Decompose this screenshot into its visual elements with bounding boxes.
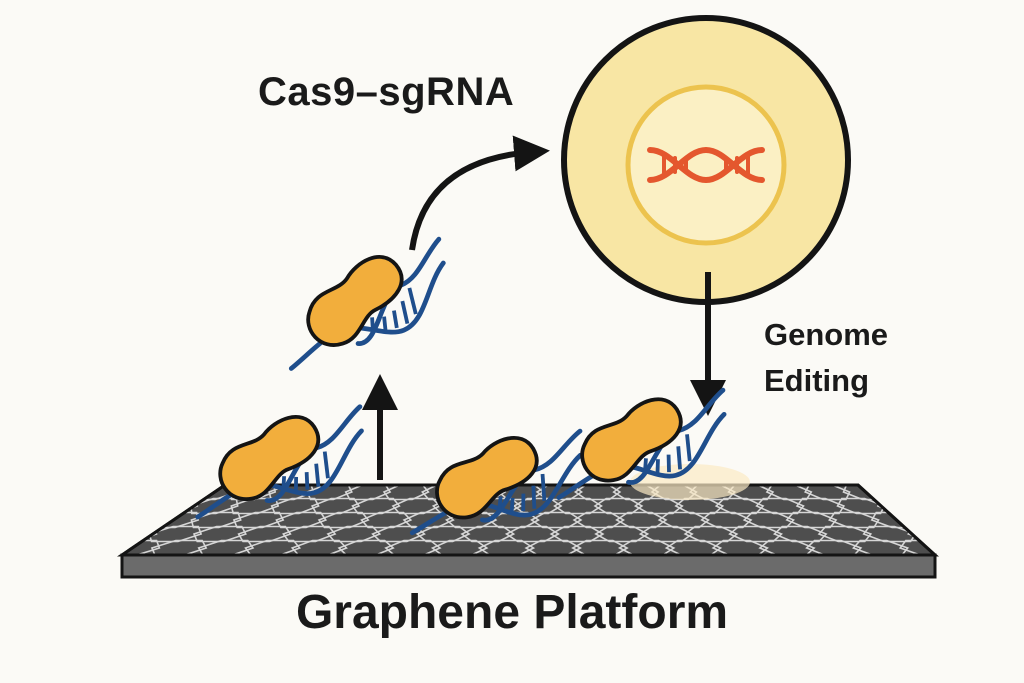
cas9-sgrna-complex-icon (264, 232, 465, 375)
graphene-hex-cell (988, 555, 1024, 570)
graphene-hex-cell (939, 555, 996, 570)
process-label: Genome Editing (764, 312, 888, 404)
complex-label: Cas9–sgRNA (258, 70, 514, 115)
graphene-hex-cell (811, 471, 853, 486)
graphene-sheet (58, 471, 1024, 578)
graphene-hex-cell (58, 541, 112, 556)
graphene-hex-cell (914, 513, 963, 528)
graphene-hex-cell (775, 471, 817, 486)
graphene-hex-cell (153, 485, 200, 500)
graphene-hex-cell (882, 485, 926, 500)
graphene-hex-cell (59, 555, 116, 570)
graphene-hex-cell (341, 471, 383, 486)
graphene-hex-cell (377, 471, 419, 486)
platform-label: Graphene Platform (0, 585, 1024, 640)
process-label-line-2: Editing (764, 358, 888, 404)
graphene-hex-cell (884, 471, 926, 486)
graphene-hex-cell (947, 541, 1001, 556)
graphene-hex-cell (953, 527, 1005, 542)
delivery-arrow (412, 152, 532, 250)
cell (564, 18, 848, 302)
graphene-hex-cell (106, 513, 156, 528)
process-label-line-1: Genome (764, 312, 888, 358)
graphene-hex-cell (847, 471, 889, 486)
graphene-hex-cell (918, 499, 965, 514)
